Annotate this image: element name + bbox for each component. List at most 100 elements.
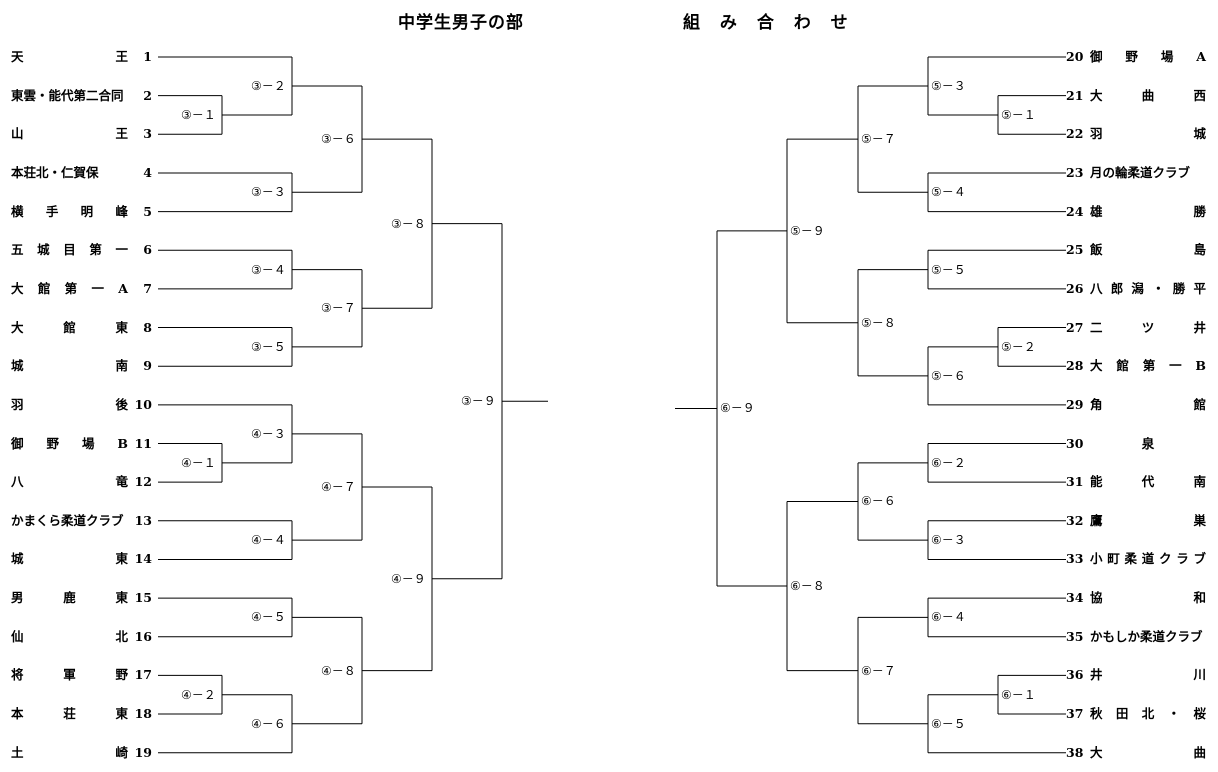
match-label: ④－７ xyxy=(321,479,356,494)
match-label: ⑤－２ xyxy=(1001,339,1036,354)
team-name: 羽城 xyxy=(1090,126,1206,142)
team-number: 3 xyxy=(143,126,152,142)
team-name: 土崎 xyxy=(11,744,128,760)
team-number: 17 xyxy=(134,667,152,683)
team-number: 8 xyxy=(143,319,152,335)
page-title-bracket: 組 み 合 わ せ xyxy=(683,13,855,33)
team-number: 33 xyxy=(1066,551,1084,567)
team-name: 城東 xyxy=(11,551,128,567)
team-name: 御野場A xyxy=(1090,49,1206,64)
team-name: 横手明峰 xyxy=(11,203,128,219)
team-name: 御野場B xyxy=(11,435,128,451)
team-name: 八郎潟・勝平 xyxy=(1090,280,1206,296)
team-name: 小町柔道クラブ xyxy=(1090,551,1206,567)
team-number: 5 xyxy=(143,203,152,219)
match-label: ⑥－６ xyxy=(861,494,896,509)
team-number: 37 xyxy=(1066,706,1084,722)
match-label: ④－１ xyxy=(181,455,216,470)
match-label: ⑥－２ xyxy=(931,455,966,470)
team-name: 東雲・能代第二合同 xyxy=(11,87,124,103)
match-label: ④－５ xyxy=(251,610,286,625)
match-label: ⑤－６ xyxy=(931,368,966,383)
team-name: 五城目第一 xyxy=(11,242,128,258)
team-number: 2 xyxy=(143,87,152,103)
team-number: 7 xyxy=(143,280,152,296)
match-label: ⑥－７ xyxy=(861,663,896,678)
team-name: 角館 xyxy=(1090,396,1206,412)
team-number: 34 xyxy=(1066,590,1084,606)
team-name: 協和 xyxy=(1090,590,1206,606)
match-label: ③－１ xyxy=(181,107,216,122)
match-label: ⑤－５ xyxy=(931,262,966,277)
team-name: 本荘東 xyxy=(11,706,128,722)
team-name: 仙北 xyxy=(11,628,128,644)
team-number: 30 xyxy=(1066,435,1084,451)
team-name: 泉 xyxy=(1141,435,1155,451)
team-name: 鷹巣 xyxy=(1090,512,1206,528)
team-number: 27 xyxy=(1066,319,1084,335)
match-label: ⑥－９ xyxy=(720,401,755,416)
team-number: 4 xyxy=(143,164,152,180)
team-number: 35 xyxy=(1066,628,1084,644)
team-name: 八竜 xyxy=(11,474,128,490)
match-label: ⑥－５ xyxy=(931,716,966,731)
team-number: 23 xyxy=(1066,164,1084,180)
match-label: ④－２ xyxy=(181,687,216,702)
match-label: ⑤－３ xyxy=(931,78,966,93)
team-number: 1 xyxy=(143,49,152,64)
team-number: 22 xyxy=(1066,126,1084,142)
match-label: ⑥－１ xyxy=(1001,687,1036,702)
team-name: かまくら柔道クラブ xyxy=(11,512,124,528)
team-number: 36 xyxy=(1066,667,1084,683)
team-number: 16 xyxy=(134,628,152,644)
match-label: ⑤－９ xyxy=(790,223,825,238)
team-number: 31 xyxy=(1066,474,1084,490)
team-number: 19 xyxy=(134,744,152,760)
team-number: 9 xyxy=(143,358,152,374)
match-label: ⑤－１ xyxy=(1001,107,1036,122)
team-number: 15 xyxy=(134,590,152,606)
team-number: 29 xyxy=(1066,396,1084,412)
team-name: 本荘北・仁賀保 xyxy=(11,164,99,180)
team-name: 能代南 xyxy=(1090,474,1206,490)
team-number: 21 xyxy=(1066,87,1084,103)
match-label: ④－８ xyxy=(321,663,356,678)
team-number: 13 xyxy=(134,512,152,528)
team-name: 雄勝 xyxy=(1090,203,1206,219)
team-name: 井川 xyxy=(1090,667,1206,683)
match-label: ④－４ xyxy=(251,533,286,548)
match-label: ⑤－８ xyxy=(861,315,896,330)
team-name: 秋田北・桜 xyxy=(1090,706,1206,722)
team-name: 城南 xyxy=(11,358,128,374)
team-number: 25 xyxy=(1066,242,1084,258)
team-number: 28 xyxy=(1066,358,1084,374)
team-number: 20 xyxy=(1066,49,1084,64)
team-name: 山王 xyxy=(11,126,128,142)
team-name: 二ツ井 xyxy=(1090,319,1206,335)
team-name: 大館第一B xyxy=(1090,358,1206,374)
team-name: 男鹿東 xyxy=(11,590,128,606)
team-name: 羽後 xyxy=(11,396,128,412)
team-number: 10 xyxy=(134,396,152,412)
page-title-division: 中学生男子の部 xyxy=(398,13,524,33)
match-label: ④－３ xyxy=(251,426,286,441)
team-name: かもしか柔道クラブ xyxy=(1090,628,1203,644)
team-number: 6 xyxy=(143,242,152,258)
team-number: 32 xyxy=(1066,512,1084,528)
match-label: ③－２ xyxy=(251,78,286,93)
team-number: 14 xyxy=(134,551,152,567)
match-label: ③－８ xyxy=(391,216,426,231)
team-name: 月の輪柔道クラブ xyxy=(1090,164,1191,180)
match-label: ⑥－８ xyxy=(790,579,825,594)
team-name: 大曲 xyxy=(1090,744,1206,760)
team-number: 18 xyxy=(134,706,152,722)
team-name: 大曲西 xyxy=(1090,87,1206,103)
match-label: ③－５ xyxy=(251,339,286,354)
match-label: ③－７ xyxy=(321,301,356,316)
team-name: 大館第一A xyxy=(11,280,128,296)
match-label: ③－３ xyxy=(251,185,286,200)
team-number: 24 xyxy=(1066,203,1084,219)
match-label: ③－４ xyxy=(251,262,286,277)
team-number: 38 xyxy=(1066,744,1084,760)
